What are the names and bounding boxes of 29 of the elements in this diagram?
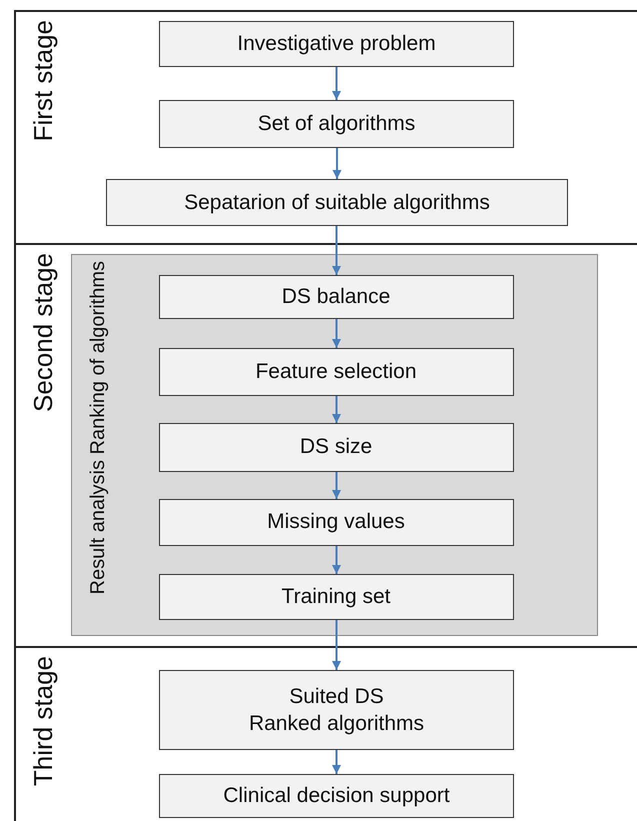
process-box: Missing values xyxy=(158,498,514,546)
arrow xyxy=(332,750,341,774)
process-box: DS size xyxy=(158,422,514,472)
process-box: DS balance xyxy=(158,274,514,318)
stage-label: Third stage xyxy=(28,656,59,786)
stage-label: Second stage xyxy=(28,253,59,412)
arrow xyxy=(332,396,341,423)
arrow xyxy=(332,226,341,275)
process-box: Set of algorithms xyxy=(159,100,514,148)
arrow xyxy=(332,148,342,179)
stage-label: First stage xyxy=(28,20,59,142)
stage-band xyxy=(14,243,637,646)
process-box: Investigative problem xyxy=(159,21,514,67)
process-box: Feature selection xyxy=(158,348,514,396)
stage-band xyxy=(14,10,637,243)
arrow xyxy=(332,546,341,574)
process-box xyxy=(159,670,514,750)
box-label: Suited DS xyxy=(289,684,384,710)
process-box: Training set xyxy=(158,574,514,620)
arrow xyxy=(332,472,341,499)
process-box: Sepatarion of suitable algorithms xyxy=(106,179,568,226)
arrow xyxy=(332,67,341,100)
box-label: Ranked algorithms xyxy=(248,711,424,737)
analysis-panel xyxy=(71,254,598,636)
arrow xyxy=(332,319,341,348)
stage-band xyxy=(14,646,637,821)
panel-label: Result analysis Ranking of algorithms xyxy=(86,261,110,594)
process-box: Clinical decision support xyxy=(159,774,514,818)
arrow xyxy=(332,620,341,670)
